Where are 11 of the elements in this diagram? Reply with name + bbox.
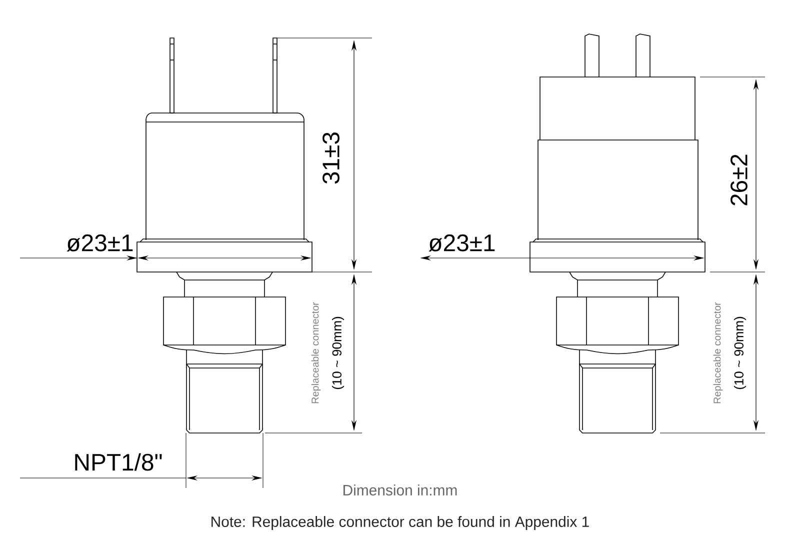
dimension-label: ø23±1 xyxy=(66,234,133,252)
dimension-label: 31±3 xyxy=(322,132,340,184)
dimension-label: Dimension in:mm xyxy=(344,484,457,496)
dimension-label: (10 ~ 90mm) xyxy=(332,316,344,390)
dimension-label: Replaceable connector xyxy=(713,302,723,404)
dimension-label: Replaceable connector xyxy=(311,302,321,404)
dimension-label: Note: Replaceable connector can be found in Appendix 1 xyxy=(212,516,589,530)
dimension-label: (10 ~ 90mm) xyxy=(734,316,746,390)
dimension-label: NPT1/8" xyxy=(75,453,162,471)
dimension-label: ø23±1 xyxy=(428,234,495,252)
dimension-label: 26±2 xyxy=(730,154,748,206)
